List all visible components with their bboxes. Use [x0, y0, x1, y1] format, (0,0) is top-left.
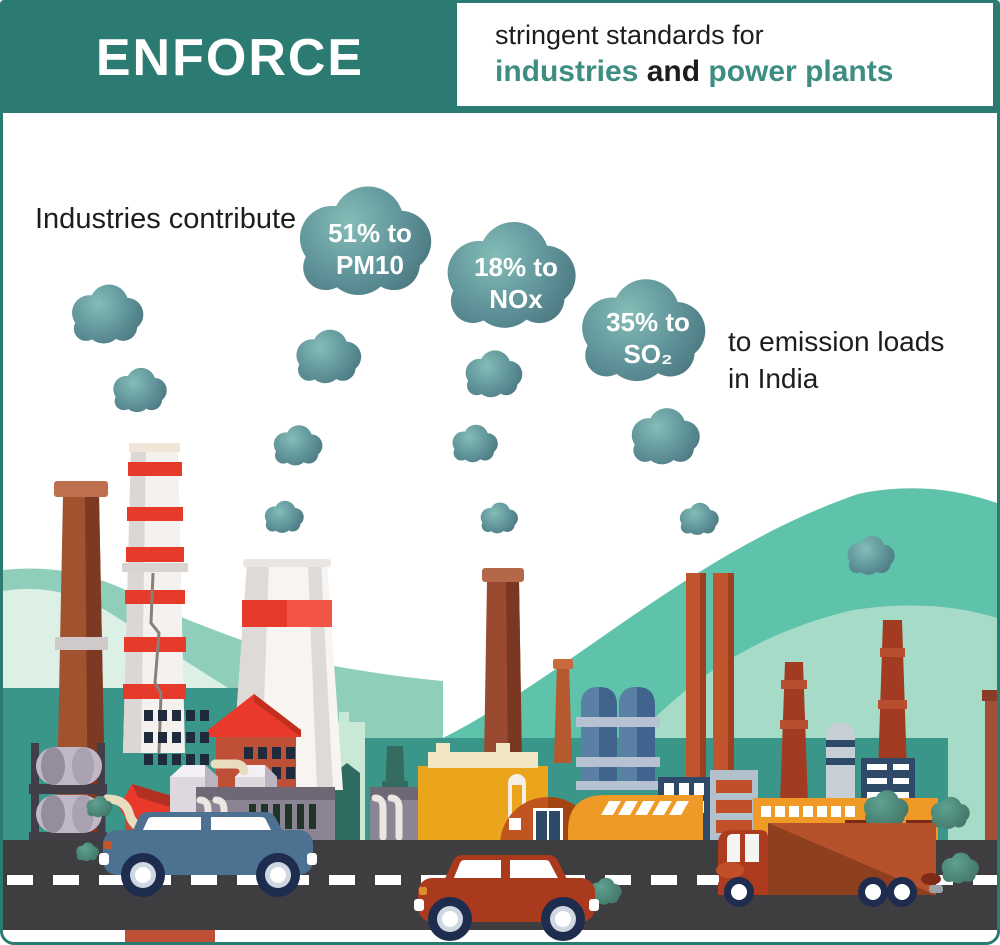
so2-name-label: SO₂	[623, 339, 672, 369]
page-title: ENFORCE	[95, 29, 365, 87]
truck	[709, 823, 943, 907]
emission-cloud-nox: 18% to NOx	[447, 221, 576, 328]
chimney-brown-right-edge	[982, 690, 997, 840]
scene-area: Industries contribute to emission loads …	[3, 113, 997, 942]
pm10-share-label: 51% to	[328, 218, 412, 248]
emission-cloud-so2: 35% to SO₂	[582, 279, 706, 382]
subtitle-power-plants: power plants	[708, 55, 894, 88]
closing-line1: to emission loads	[728, 326, 945, 357]
nox-name-label: NOx	[489, 284, 543, 314]
nox-share-label: 18% to	[474, 252, 558, 282]
smoke-cloud	[452, 424, 498, 463]
emission-cloud-pm10: 51% to PM10	[299, 186, 432, 295]
smoke-cloud	[113, 367, 167, 413]
header-subtitle-card: stringent standards for industries and p…	[457, 3, 993, 106]
pm10-name-label: PM10	[336, 250, 404, 280]
chimney-brown-small	[553, 659, 573, 763]
subtitle-line1: stringent standards for	[495, 20, 764, 50]
storage-tanks	[29, 743, 107, 843]
closing-text: to emission loads in India	[728, 323, 944, 397]
subtitle-and: and	[638, 55, 709, 88]
tower-light-gray	[826, 723, 855, 798]
striped-chimney	[122, 443, 188, 754]
industrial-scene-illustration: 51% to PM10 18% to NOx 35% to SO₂	[3, 186, 997, 942]
header-band: ENFORCE stringent standards for industri…	[3, 3, 997, 113]
smoke-cloud	[631, 408, 700, 465]
smokestack-brown-center	[482, 568, 524, 763]
subtitle-industries: industries	[495, 55, 639, 88]
smokestack-orange-pair	[686, 573, 734, 781]
smoke-cloud	[72, 284, 144, 344]
lead-text: Industries contribute	[35, 203, 297, 235]
smoke-cloud	[679, 502, 719, 535]
car-blue	[76, 812, 317, 897]
smoke-cloud	[480, 502, 518, 534]
quonset-orange	[568, 795, 703, 845]
subtitle-line2: industries and power plants	[495, 55, 993, 89]
so2-share-label: 35% to	[606, 307, 690, 337]
smoke-cloud	[296, 329, 362, 384]
closing-line2: in India	[728, 363, 819, 394]
car-red	[414, 855, 599, 941]
silo-blue-pair	[576, 687, 660, 790]
smoke-cloud	[264, 500, 304, 533]
chimney-maroon-2	[877, 620, 908, 803]
smoke-cloud	[465, 350, 523, 398]
chimney-maroon-1	[780, 662, 808, 803]
smoke-cloud	[273, 425, 323, 466]
